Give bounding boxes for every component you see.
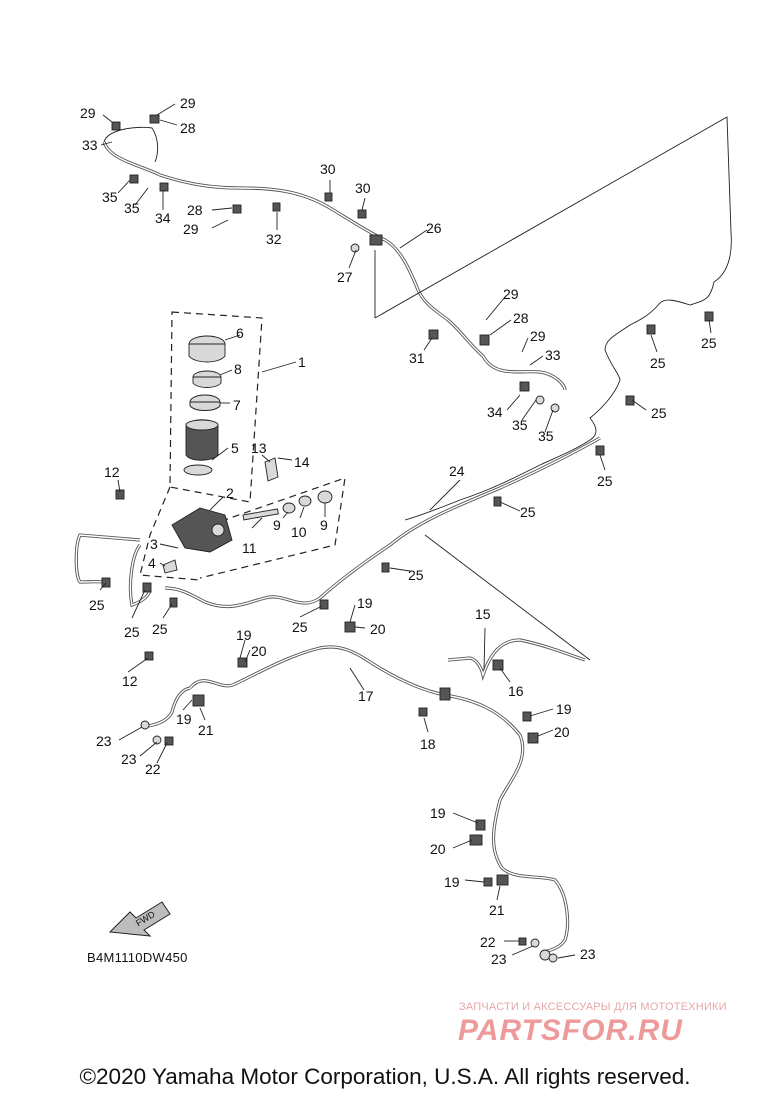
clamps-and-bolts	[101, 114, 714, 963]
callout-19d: 19	[556, 701, 572, 717]
callout-25e: 25	[408, 567, 424, 583]
callout-35d: 35	[538, 428, 554, 444]
callout-1: 1	[298, 354, 306, 370]
callout-28c: 28	[513, 310, 529, 326]
callout-25b: 25	[124, 624, 140, 640]
callout-19c: 19	[176, 711, 192, 727]
callout-21b: 21	[489, 902, 505, 918]
callout-30a: 30	[320, 161, 336, 177]
callout-25h: 25	[651, 405, 667, 421]
callout-4: 4	[148, 555, 156, 571]
callout-15: 15	[475, 606, 491, 622]
callout-7: 7	[233, 397, 241, 413]
callout-6: 6	[236, 325, 244, 341]
callout-20a: 20	[370, 621, 386, 637]
callout-25c: 25	[152, 621, 168, 637]
callout-27: 27	[337, 269, 353, 285]
callout-31: 31	[409, 350, 425, 366]
forward-arrow-icon: FWD	[108, 901, 171, 937]
callout-8: 8	[234, 361, 242, 377]
callout-33b: 33	[545, 347, 561, 363]
callout-29d: 29	[503, 286, 519, 302]
callout-19a: 19	[357, 595, 373, 611]
master-cylinder	[171, 507, 233, 553]
callout-29e: 29	[530, 328, 546, 344]
callout-17: 17	[358, 688, 374, 704]
callout-5: 5	[231, 440, 239, 456]
callout-24: 24	[449, 463, 465, 479]
callout-34b: 34	[487, 404, 503, 420]
callout-19f: 19	[444, 874, 460, 890]
callout-32: 32	[266, 231, 282, 247]
callout-35b: 35	[124, 200, 140, 216]
callout-25f: 25	[520, 504, 536, 520]
callout-25j: 25	[701, 335, 717, 351]
callout-3: 3	[150, 536, 158, 552]
callout-23d: 23	[580, 946, 596, 962]
callout-29b: 29	[180, 95, 196, 111]
callout-23b: 23	[121, 751, 137, 767]
callout-19e: 19	[430, 805, 446, 821]
callout-29a: 29	[80, 105, 96, 121]
callout-25i: 25	[650, 355, 666, 371]
diagram-code: B4M1110DW450	[87, 950, 188, 965]
callout-29c: 29	[183, 221, 199, 237]
callout-26: 26	[426, 220, 442, 236]
callout-33a: 33	[82, 137, 98, 153]
callout-35a: 35	[102, 189, 118, 205]
callout-20b: 20	[251, 643, 267, 659]
callout-28a: 28	[180, 120, 196, 136]
callout-12a: 12	[104, 464, 120, 480]
hose-clamp	[183, 464, 213, 476]
callout-20d: 20	[430, 841, 446, 857]
brake-tubes	[74, 116, 732, 954]
callout-12b: 12	[122, 673, 138, 689]
callout-28b: 28	[187, 202, 203, 218]
assembly-group-outline	[139, 311, 346, 581]
callout-18: 18	[420, 736, 436, 752]
watermark-tagline: ЗАПЧАСТИ И АКСЕССУАРЫ ДЛЯ МОТОТЕХНИКИ	[459, 1001, 727, 1013]
callout-21a: 21	[198, 722, 214, 738]
callout-20c: 20	[554, 724, 570, 740]
callout-9b: 9	[320, 517, 328, 533]
callout-9a: 9	[273, 517, 281, 533]
callout-25g: 25	[597, 473, 613, 489]
watermark-logo: PARTSFOR.RU	[458, 1014, 683, 1047]
callout-2: 2	[226, 485, 234, 501]
callout-19b: 19	[236, 627, 252, 643]
callout-16: 16	[508, 683, 524, 699]
callout-23c: 23	[491, 951, 507, 967]
callout-labels: 1 2 3 4 5 6 7 8 9 9 10 11 12 12 13 14 15…	[80, 95, 717, 967]
callout-11: 11	[242, 540, 257, 556]
callout-34a: 34	[155, 210, 171, 226]
callout-10: 10	[291, 524, 307, 540]
callout-25d: 25	[292, 619, 308, 635]
callout-22b: 22	[480, 934, 496, 950]
callout-30b: 30	[355, 180, 371, 196]
callout-25a: 25	[89, 597, 105, 613]
master-cylinder-assembly	[162, 335, 333, 574]
callout-35c: 35	[512, 417, 528, 433]
copyright-notice: ©2020 Yamaha Motor Corporation, U.S.A. A…	[79, 1064, 691, 1089]
callout-14: 14	[294, 454, 310, 470]
callout-22a: 22	[145, 761, 161, 777]
callout-23a: 23	[96, 733, 112, 749]
leader-lines	[99, 103, 712, 959]
callout-13: 13	[251, 440, 267, 456]
